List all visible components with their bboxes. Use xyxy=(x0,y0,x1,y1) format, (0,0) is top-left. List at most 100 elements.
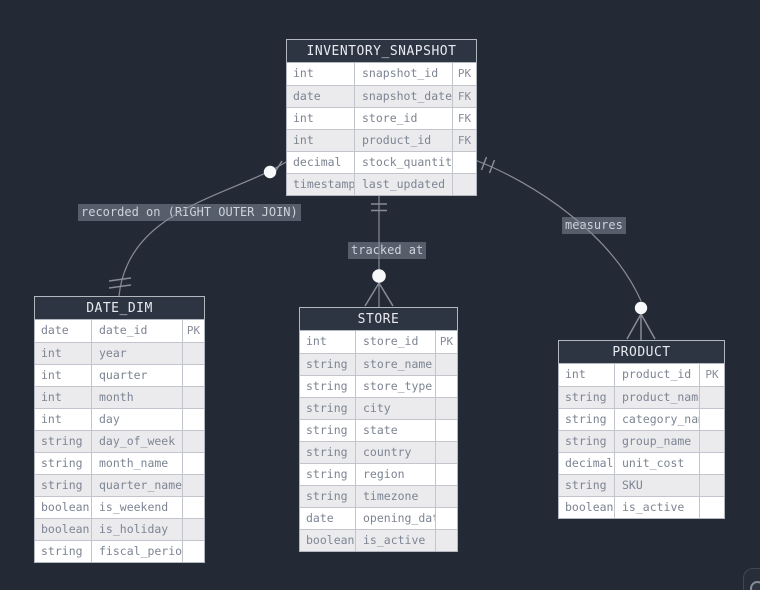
type-cell: string xyxy=(559,409,615,430)
type-cell: string xyxy=(559,431,615,452)
key-cell xyxy=(700,387,724,408)
key-cell xyxy=(436,354,457,375)
zero-circle-icon xyxy=(634,301,648,315)
name-cell: store_id xyxy=(356,331,436,353)
type-cell: date xyxy=(300,508,356,529)
key-cell xyxy=(436,420,457,441)
relationship-label-recorded-on[interactable]: recorded on (RIGHT OUTER JOIN) xyxy=(78,204,301,221)
type-cell: timestamp xyxy=(287,174,355,195)
key-cell: PK xyxy=(186,324,201,337)
exactly-one-icon xyxy=(480,156,496,174)
key-cell xyxy=(436,530,457,551)
corner-control-panel[interactable] xyxy=(743,568,760,590)
key-cell xyxy=(436,486,457,507)
key-cell xyxy=(436,376,457,397)
key-cell: PK xyxy=(705,368,719,381)
type-cell: int xyxy=(287,130,355,151)
type-cell: string xyxy=(35,475,92,496)
type-cell: string xyxy=(559,475,615,496)
name-cell: region xyxy=(356,464,436,485)
type-cell: string xyxy=(35,431,92,452)
key-cell xyxy=(700,475,724,496)
type-cell: string xyxy=(559,387,615,408)
name-cell: store_name xyxy=(356,354,436,375)
crows-foot-icon xyxy=(364,282,394,307)
name-cell: is_active xyxy=(615,497,700,518)
globe-icon xyxy=(750,581,760,590)
key-cell xyxy=(183,409,204,430)
type-cell: boolean xyxy=(35,519,92,540)
name-cell: timezone xyxy=(356,486,436,507)
name-cell: store_type xyxy=(356,376,436,397)
key-cell xyxy=(183,475,204,496)
table-title[interactable]: PRODUCT xyxy=(559,341,724,364)
name-cell: date_id xyxy=(92,320,183,342)
relationship-label-measures[interactable]: measures xyxy=(562,217,626,234)
relationship-label-tracked-at[interactable]: tracked at xyxy=(348,242,427,259)
key-cell: FK xyxy=(457,112,472,125)
type-cell: string xyxy=(300,442,356,463)
key-cell xyxy=(183,541,204,562)
type-cell: date xyxy=(35,320,92,342)
key-cell xyxy=(436,464,457,485)
type-cell: int xyxy=(300,331,356,353)
name-cell: group_name xyxy=(615,431,700,452)
name-cell: store_id xyxy=(355,108,453,129)
type-cell: string xyxy=(300,486,356,507)
zero-circle-icon xyxy=(372,269,386,283)
key-cell xyxy=(436,508,457,529)
key-cell xyxy=(700,431,724,452)
key-cell xyxy=(183,519,204,540)
key-cell xyxy=(700,453,724,474)
name-cell: year xyxy=(92,343,183,364)
name-cell: is_holiday xyxy=(92,519,183,540)
key-cell xyxy=(700,497,724,518)
type-cell: boolean xyxy=(35,497,92,518)
type-cell: int xyxy=(287,108,355,129)
table-title[interactable]: INVENTORY_SNAPSHOT xyxy=(287,40,476,63)
table-title[interactable]: STORE xyxy=(300,308,457,331)
name-cell: snapshot_id xyxy=(355,63,453,85)
type-cell: int xyxy=(35,387,92,408)
table-title[interactable]: DATE_DIM xyxy=(35,297,204,320)
